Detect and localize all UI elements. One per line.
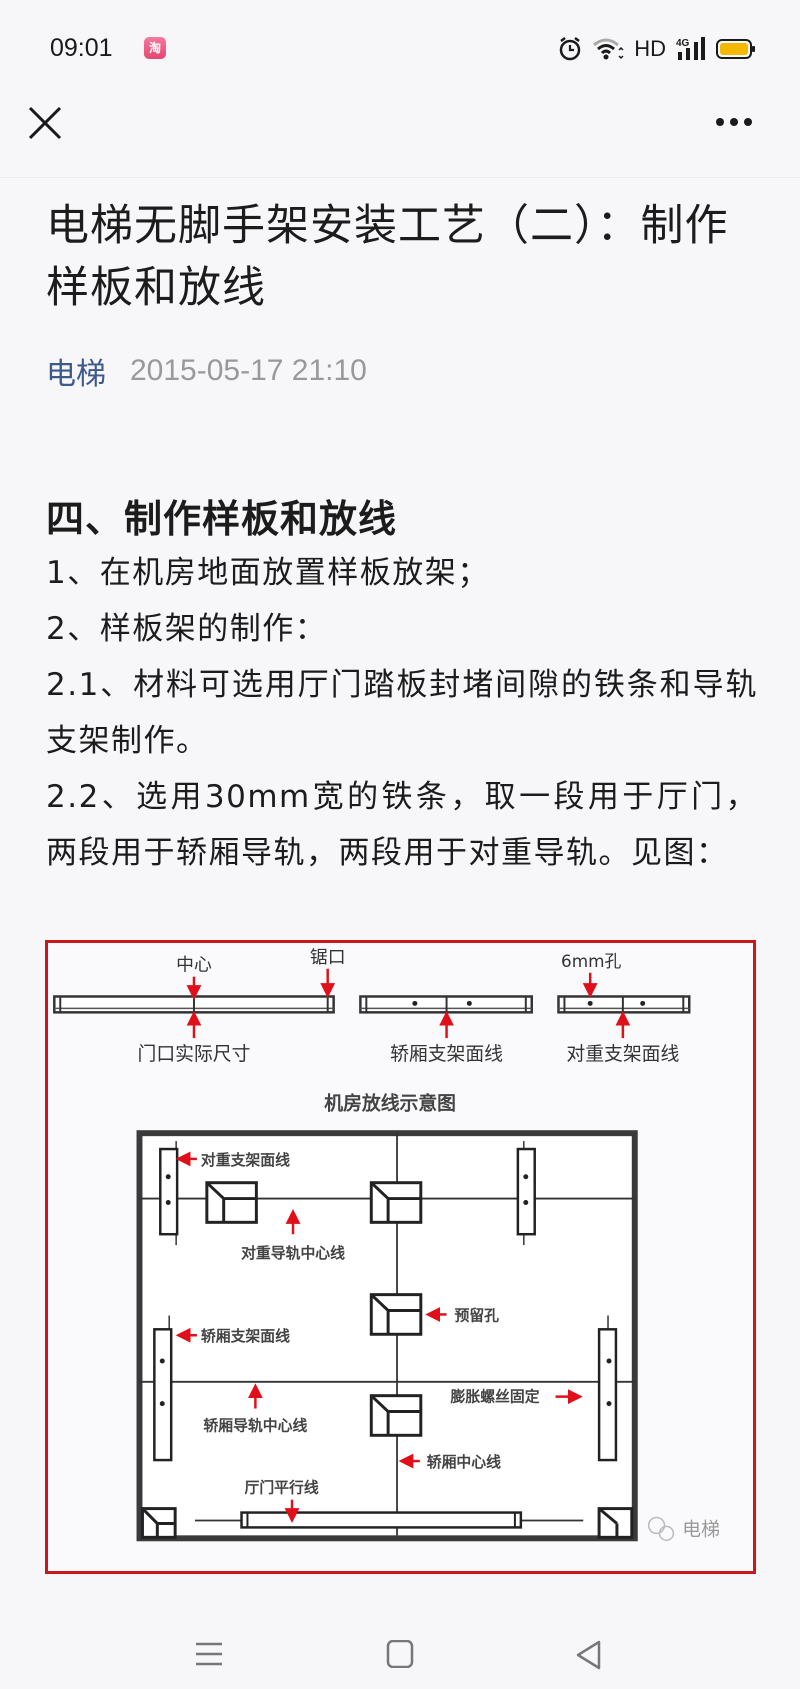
svg-text:轿厢中心线: 轿厢中心线 [427,1453,501,1471]
svg-text:轿厢支架面线: 轿厢支架面线 [201,1327,290,1345]
battery-icon [716,39,755,59]
plan-title: 机房放线示意图 [324,1091,456,1114]
svg-text:厅门平行线: 厅门平行线 [244,1479,318,1497]
svg-text:对重导轨中心线: 对重导轨中心线 [241,1244,345,1262]
top-nav-bar [0,90,800,178]
door-template-bar [53,995,335,1014]
paragraph: 2.1、材料可选用厅门踏板封堵间隙的铁条和导轨支架制作。 [46,667,758,759]
label-saw-cut: 锯口 [310,947,346,968]
svg-text:轿厢导轨中心线: 轿厢导轨中心线 [203,1416,307,1434]
more-icon-dot [744,118,752,126]
svg-text:膨胀螺丝固定: 膨胀螺丝固定 [451,1388,540,1406]
home-icon[interactable] [386,1640,414,1668]
publish-date: 2015-05-17 21:10 [130,354,367,387]
more-button[interactable] [716,112,760,132]
diagram-svg: 中心 锯口 门口实际尺寸 轿厢支架面线 6mm孔 对重支架面线 机房 [53,947,720,1542]
system-nav-bar [0,1600,800,1689]
hd-icon: HD [634,36,666,61]
car-rail-template-bar [359,995,533,1014]
svg-text:对重支架面线: 对重支架面线 [566,1043,679,1065]
paragraph: 2.2、选用30mm宽的铁条，取一段用于厅门，两段用于轿厢导轨，两段用于对重导轨… [46,779,758,871]
article-title: 电梯无脚手架安装工艺（二）：制作样板和放线 [46,201,729,313]
cwt-rail-template-bar [557,995,691,1014]
menu-icon[interactable] [195,1640,223,1668]
reserved-holes [140,1181,634,1539]
svg-text:对重支架面线: 对重支架面线 [201,1151,290,1169]
car-bracket-right [597,1328,618,1462]
signal-4g-icon: 4G [676,37,705,60]
alarm-icon [559,37,581,61]
close-icon [28,106,62,140]
status-icons: HD 4G [558,34,755,64]
section-heading: 四、制作样板和放线 [46,497,398,541]
watermark-text: 电梯 [682,1518,720,1540]
paragraph: 1、在机房地面放置样板放架； [46,555,490,591]
label-center: 中心 [176,955,212,976]
article-header: 电梯无脚手架安装工艺（二）：制作样板和放线 电梯 2015-05-17 21:1… [46,195,758,393]
author-link[interactable]: 电梯 [46,357,106,392]
svg-text:预留孔: 预留孔 [454,1306,499,1324]
car-bracket-left [153,1328,173,1462]
status-bar: 09:01 淘 HD 4G [0,0,800,100]
wechat-icon [647,1516,675,1542]
status-time: 09:01 [50,34,113,62]
paragraph: 2、样板架的制作： [46,611,328,647]
article-body: 1、在机房地面放置样板放架； 2、样板架的制作： 2.1、材料可选用厅门踏板封堵… [46,545,758,881]
svg-text:门口实际尺寸: 门口实际尺寸 [138,1043,251,1065]
cwt-bracket-right [516,1147,536,1236]
more-icon [716,118,724,126]
svg-text:6mm孔: 6mm孔 [561,951,621,971]
close-button[interactable] [26,104,64,142]
wifi-icon [593,38,624,60]
article-meta: 电梯 2015-05-17 21:10 [46,349,758,393]
svg-text:4G: 4G [676,38,690,49]
template-diagram-image[interactable]: 中心 锯口 门口实际尺寸 轿厢支架面线 6mm孔 对重支架面线 机房 [45,940,756,1574]
more-icon-dot [730,118,738,126]
back-icon[interactable] [575,1640,603,1670]
cwt-bracket-left [159,1147,179,1236]
svg-text:轿厢支架面线: 轿厢支架面线 [390,1043,503,1065]
taobao-icon: 淘 [144,37,166,59]
